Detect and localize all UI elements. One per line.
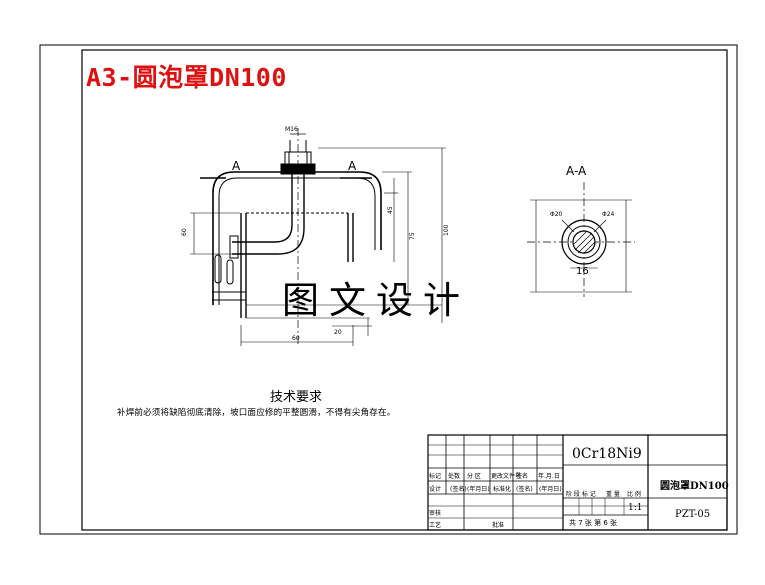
tech-requirements-note: 补焊前必须将缺陷彻底清除，坡口面应修的平整圆滑，不得有尖角存在。 [117, 408, 396, 418]
dim-section-d2: Φ24 [602, 211, 615, 218]
view-label-a-right: A [348, 159, 357, 173]
inner-frame [81, 49, 728, 531]
tb-stage-mark: 阶 段 标 记 [566, 491, 596, 498]
title-block [427, 434, 728, 531]
tb-review: 审核 [429, 510, 442, 517]
view-label-a-left: A [232, 159, 241, 173]
dim-top-width: M16 [285, 126, 298, 133]
dim-section-width: 16 [576, 266, 589, 277]
dim-bottom-width: 60 [292, 335, 300, 342]
tb-mark: 标记 [429, 473, 442, 480]
material-label: 0Cr18Ni9 [572, 446, 642, 462]
section-view [527, 182, 635, 297]
tb-date: 年.月.日 [538, 473, 560, 480]
tb-signature: 签名 [516, 473, 529, 480]
tb-design-date: (年月日) [467, 486, 490, 493]
drawing-title: A3-圆泡罩DN100 [86, 63, 287, 92]
dim-slot: 20 [334, 329, 342, 336]
dim-height-100: 100 [443, 224, 450, 236]
tb-change-doc: 更改文件号 [491, 473, 522, 480]
drawing-number: PZT-05 [675, 509, 711, 520]
dim-height-45: 45 [387, 206, 394, 214]
tb-weight: 重 量 [606, 491, 620, 498]
sheet-info: 共 7 张 第 6 张 [569, 519, 618, 527]
tb-zone: 分 区 [467, 473, 481, 480]
tech-requirements-title: 技术要求 [270, 390, 323, 405]
dim-height-60: 60 [181, 228, 188, 236]
tb-standard-sign: (签名) [516, 486, 533, 493]
watermark-text: 图文设计 [282, 279, 470, 322]
scale-value: 1:1 [628, 503, 643, 513]
dim-section-d1: Φ20 [550, 211, 563, 218]
tb-standard-date: (年月日) [539, 486, 562, 493]
section-label: A-A [566, 164, 587, 178]
main-view [190, 128, 446, 346]
tb-approve: 批准 [492, 522, 505, 529]
dim-height-75: 75 [409, 232, 416, 240]
tb-design: 设计 [429, 486, 442, 493]
part-name: 圆泡罩DN100 [660, 481, 729, 492]
tb-scale-label: 比 例 [627, 491, 641, 498]
tb-design-sign: (签名) [450, 486, 467, 493]
tb-standard: 标准化 [493, 486, 512, 493]
tb-process: 工艺 [429, 522, 442, 529]
tb-count: 处数 [448, 473, 461, 480]
outer-border [39, 44, 738, 535]
